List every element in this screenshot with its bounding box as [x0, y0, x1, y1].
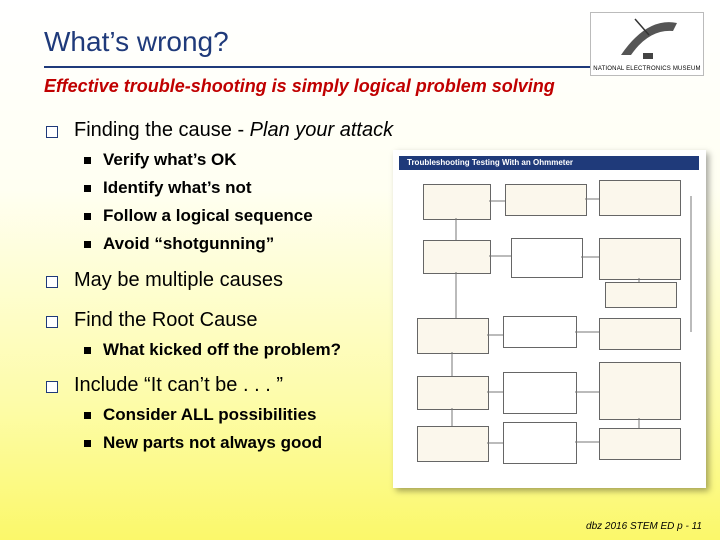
square-bullet-icon [46, 316, 58, 328]
flowchart-connectors [451, 196, 692, 444]
bullet-finding-cause: Finding the cause - Plan your attack [74, 119, 393, 142]
flow-box [423, 240, 491, 274]
flow-note [503, 422, 577, 464]
flow-note [511, 238, 583, 278]
title-divider [44, 66, 604, 68]
logo-text: NATIONAL ELECTRONICS MUSEUM [593, 66, 701, 72]
sub-bullet-icon [84, 213, 91, 220]
slide-title: What’s wrong? [44, 26, 229, 57]
flow-box [423, 184, 491, 220]
sub-bullet-icon [84, 241, 91, 248]
flow-note [503, 316, 577, 348]
sub-bullet-kicked-off: What kicked off the problem? [103, 340, 342, 359]
sub-bullet-consider: Consider ALL possibilities [103, 405, 317, 424]
flow-box [599, 428, 681, 460]
sub-bullet-identify: Identify what’s not [103, 178, 252, 197]
square-bullet-icon [46, 381, 58, 393]
flow-note [503, 372, 577, 414]
bullet-emphasis: Plan your attack [249, 119, 394, 141]
slide-footer: dbz 2016 STEM ED p - 11 [586, 521, 702, 532]
flowchart-figure: Troubleshooting Testing With an Ohmmeter [393, 150, 706, 488]
bullet-multiple-causes: May be multiple causes [74, 269, 283, 291]
flow-box [599, 238, 681, 280]
bullet-text: Finding the cause - [74, 119, 250, 141]
flow-box [599, 180, 681, 216]
flow-box [605, 282, 677, 308]
sub-bullet-icon [84, 412, 91, 419]
sub-bullet-new-parts: New parts not always good [103, 433, 323, 452]
sub-bullet-follow: Follow a logical sequence [103, 206, 313, 225]
flow-box [599, 362, 681, 420]
flow-box [505, 184, 587, 216]
flow-box [599, 318, 681, 350]
slide-subtitle: Effective trouble-shooting is simply log… [44, 76, 555, 96]
sub-bullet-icon [84, 157, 91, 164]
figure-header: Troubleshooting Testing With an Ohmmeter [399, 156, 699, 170]
sub-bullet-icon [84, 347, 91, 354]
flow-box [417, 426, 489, 462]
radar-dish-icon [621, 18, 677, 59]
sub-bullet-verify: Verify what’s OK [103, 150, 237, 169]
sub-bullet-icon [84, 185, 91, 192]
square-bullet-icon [46, 126, 58, 138]
sub-bullet-icon [84, 440, 91, 447]
flow-box [417, 318, 489, 354]
sub-bullet-avoid: Avoid “shotgunning” [103, 234, 275, 253]
bullet-cant-be: Include “It can’t be . . . ” [74, 374, 283, 396]
flow-box [417, 376, 489, 410]
museum-logo: NATIONAL ELECTRONICS MUSEUM [590, 12, 704, 76]
bullet-root-cause: Find the Root Cause [74, 309, 258, 331]
square-bullet-icon [46, 276, 58, 288]
